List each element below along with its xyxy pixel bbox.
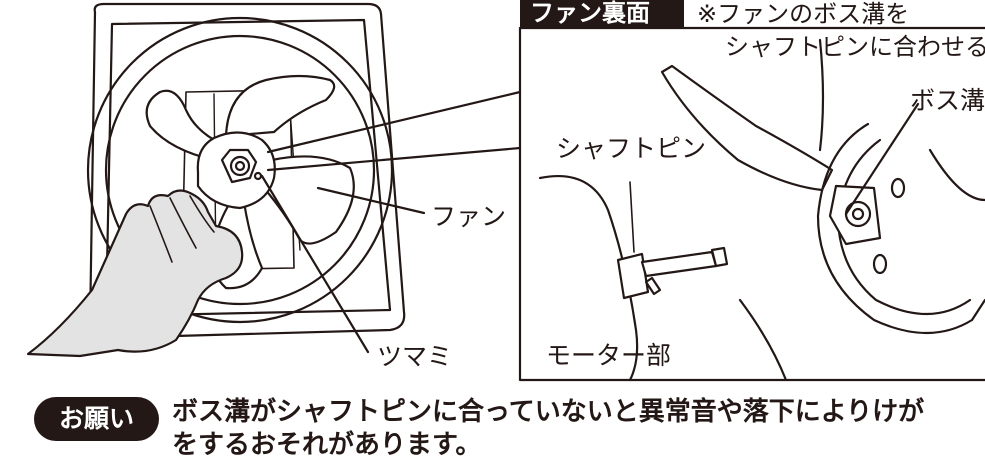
fan-label: ファン [431, 202, 507, 231]
detail-note-line2: シャフトピンに合わせる [725, 33, 985, 61]
fan-back-badge: ファン裏面 [520, 0, 684, 28]
boss-groove-label: ボス溝 [910, 86, 985, 115]
detail-note-line1: ※ファンのボス溝を [697, 0, 910, 28]
shaft-pin-label: シャフトピン [556, 134, 707, 163]
warning-text: ボス溝がシャフトピンに合っていないと異常音や落下によりけが をするおそれがありま… [172, 396, 985, 462]
warning-line2: をするおそれがあります。 [172, 430, 482, 460]
motor-label: モーター部 [546, 341, 672, 370]
warning-line1: ボス溝がシャフトピンに合っていないと異常音や落下によりけが [172, 397, 925, 427]
request-badge: お願い [34, 397, 159, 441]
knob-label: ツマミ [377, 342, 453, 371]
